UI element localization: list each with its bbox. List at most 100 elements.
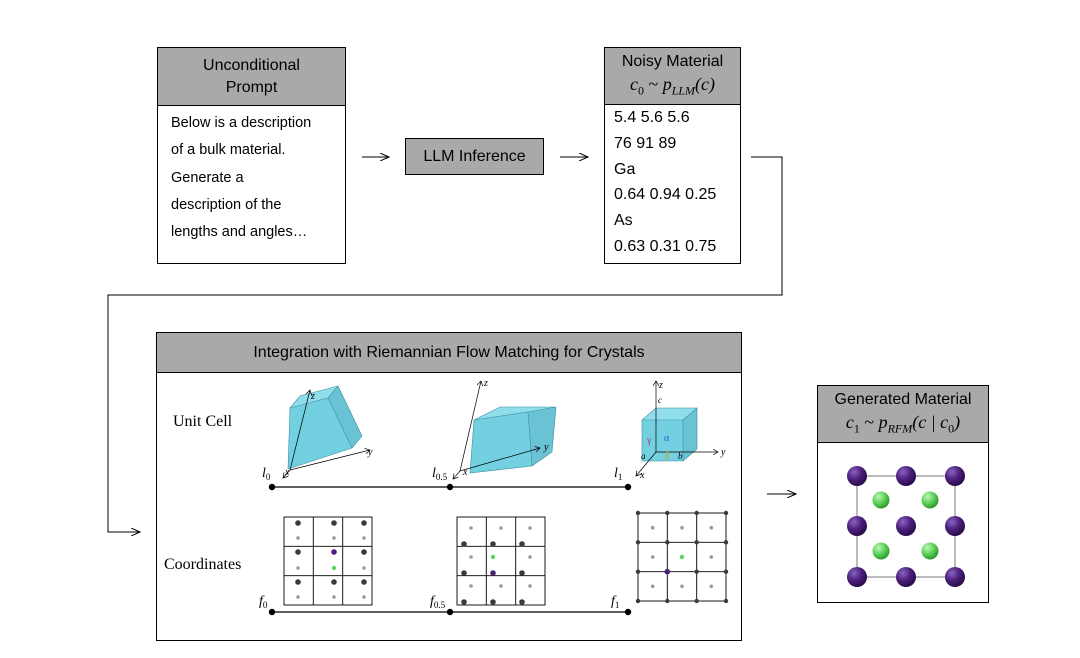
coord-timeline-dot — [624, 608, 632, 616]
prompt-line: description of the — [171, 196, 282, 213]
atom-purple — [331, 549, 337, 555]
axis-y-label: y — [367, 447, 373, 458]
svg-text:l0.5: l0.5 — [432, 466, 448, 482]
formula-c: c — [629, 73, 638, 94]
generated-material-box: Generated Material c1 ~ pRFM(c | c0) — [817, 385, 989, 603]
cell-timeline-dot — [268, 483, 276, 491]
noisy-material-title: Noisy Material — [621, 52, 724, 70]
cell-l05-edges — [469, 406, 557, 474]
param-a-label: a — [641, 451, 646, 461]
atom-purple — [896, 466, 916, 486]
atom-green — [872, 542, 890, 560]
l0-sym: l — [262, 466, 266, 481]
param-alpha-label: α — [664, 433, 670, 444]
prompt-title-line1: Unconditional — [203, 56, 300, 74]
l05-sym: l — [432, 466, 436, 481]
prompt-title-line2: Prompt — [225, 78, 278, 96]
svg-text:l1: l1 — [614, 466, 622, 482]
atom-green — [872, 491, 890, 509]
atom-purple — [847, 516, 867, 536]
formula-c-sub: 0 — [637, 83, 644, 98]
gformula-arg-sub: 0 — [948, 421, 955, 436]
atom-purple — [896, 516, 916, 536]
atom-green — [331, 565, 337, 571]
noisy-line: 0.64 0.94 0.25 — [614, 186, 717, 204]
noisy-material-values: 5.4 5.6 5.6 76 91 89 Ga 0.64 0.94 0.25 A… — [605, 105, 740, 260]
coordinates-label: Coordinates — [164, 556, 242, 573]
atom-purple — [945, 567, 965, 587]
prompt-line: Generate a — [171, 169, 244, 186]
cell-l0-side — [328, 386, 362, 448]
cell-l05-front — [470, 412, 532, 473]
l1-sub: 1 — [618, 472, 623, 482]
gformula-arg: (c | c — [912, 411, 949, 432]
atom-green — [679, 554, 685, 560]
axis-z-l0 — [289, 390, 310, 471]
generated-material-title: Generated Material — [834, 390, 972, 408]
cell-label-l1: l1 — [614, 466, 622, 482]
atom-green — [921, 542, 939, 560]
atom-purple — [490, 570, 496, 576]
f1-sub: 1 — [615, 600, 620, 610]
llm-inference-box: LLM Inference — [405, 138, 544, 175]
formula-arg: (c) — [695, 73, 716, 94]
axis-y-l0 — [289, 450, 370, 471]
prompt-box: Unconditional Prompt Below is a descript… — [157, 47, 346, 264]
formula-p: p — [662, 73, 672, 94]
cell-l1-side — [683, 408, 697, 461]
f1-sym: f — [611, 594, 617, 609]
noisy-line: As — [614, 212, 633, 230]
generated-material-formula: c1 ~ pRFM(c | c0) — [846, 411, 960, 440]
axis-z-l05 — [459, 381, 481, 472]
param-beta-label: β — [665, 450, 670, 460]
prompt-box-header: Unconditional Prompt — [158, 48, 345, 106]
cell-timeline-dot — [446, 483, 454, 491]
atom-green — [921, 491, 939, 509]
cell-l1-front — [642, 420, 683, 461]
atom-purple — [896, 567, 916, 587]
axis-z-label: z — [310, 391, 315, 402]
noisy-material-box: Noisy Material c0 ~ pLLM(c) 5.4 5.6 5.6 … — [604, 47, 741, 264]
gformula-c-sub: 1 — [853, 421, 860, 436]
atom-purple — [664, 568, 671, 575]
noisy-line: Ga — [614, 160, 636, 178]
axis-y-l05 — [459, 448, 540, 472]
unit-cell-l0: z y x — [283, 385, 373, 478]
gformula-close: ) — [954, 411, 961, 432]
svg-text:f0: f0 — [259, 594, 268, 610]
axis-x-label: x — [639, 470, 645, 481]
param-c-label: c — [658, 395, 662, 405]
noisy-line: 76 91 89 — [614, 134, 677, 152]
axis-x-label: x — [284, 467, 290, 478]
unit-cell-l1: z y x c a b γ α β — [636, 380, 726, 481]
rfm-title: Integration with Riemannian Flow Matchin… — [253, 343, 645, 361]
gformula-p-sub: RFM — [887, 421, 913, 436]
coord-timeline-dot — [446, 608, 454, 616]
coordinate-grid-f05 — [456, 516, 546, 606]
axis-x-l0 — [283, 469, 291, 478]
axis-z-label: z — [483, 378, 488, 389]
axis-y-label: y — [543, 442, 549, 453]
unit-cell-label: Unit Cell — [173, 413, 233, 430]
unit-cell-l05: z y x — [453, 378, 557, 479]
rfm-header: Integration with Riemannian Flow Matchin… — [157, 333, 741, 373]
noisy-material-header: Noisy Material c0 ~ pLLM(c) — [605, 48, 740, 105]
cell-label-l0: l0 — [262, 466, 271, 482]
prompt-line: of a bulk material. — [171, 142, 286, 159]
axis-x-l05 — [453, 470, 461, 479]
axis-y-label: y — [720, 447, 726, 458]
generated-material-header: Generated Material c1 ~ pRFM(c | c0) — [818, 386, 988, 443]
cell-l0-top — [290, 386, 338, 408]
coordinate-grid-f1 — [635, 510, 729, 604]
noisy-line: 0.63 0.31 0.75 — [614, 237, 717, 255]
axis-z-label: z — [658, 380, 663, 391]
coord-label-f0: f0 — [259, 594, 268, 610]
f0-sym: f — [259, 594, 265, 609]
cell-label-l05: l0.5 — [432, 466, 448, 482]
f05-sym: f — [430, 594, 436, 609]
l05-sub: 0.5 — [436, 472, 448, 482]
gformula-tilde: ~ — [859, 411, 879, 432]
svg-text:f1: f1 — [611, 594, 619, 610]
svg-text:f0.5: f0.5 — [430, 594, 446, 610]
